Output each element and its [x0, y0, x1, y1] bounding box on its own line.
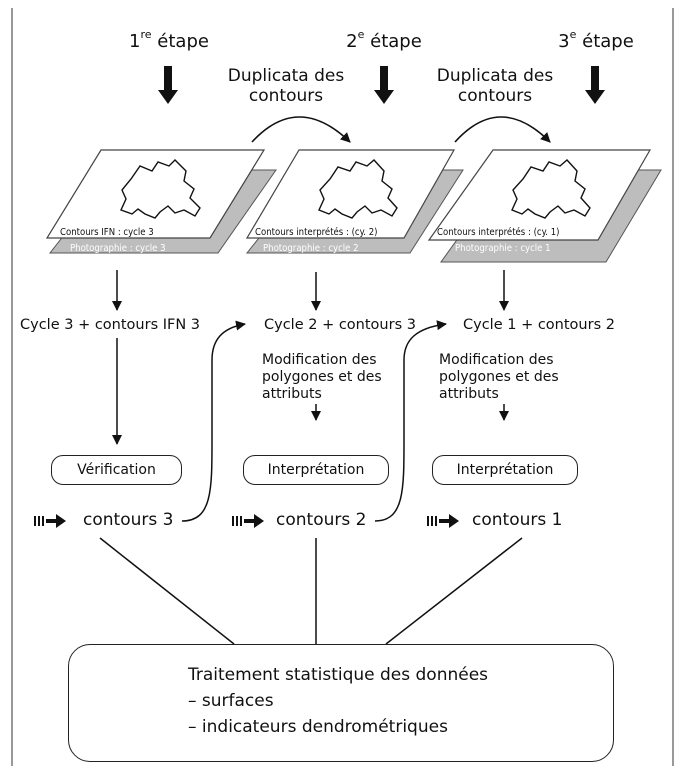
sheet-3-top-label: Contours interprétés : (cy. 1)	[437, 227, 560, 238]
input-arrow-1	[34, 514, 66, 528]
merge-line-1	[99, 537, 235, 645]
input-arrow-3	[427, 514, 459, 528]
cycle-label-1: Cycle 3 + contours IFN 3	[20, 317, 201, 333]
sheet-2-photo-label: Photographie : cycle 2	[263, 243, 359, 254]
contours-output-2: contours 2	[276, 510, 367, 530]
contour-shape-3	[511, 159, 591, 219]
step-word: étape	[582, 31, 634, 52]
step-number: 2	[346, 31, 358, 52]
treatment-item: – indicateurs dendrométriques	[188, 717, 448, 737]
merge-line-3	[385, 537, 523, 645]
duplicata-label-1: Duplicata des contours	[227, 66, 345, 106]
duplicata-arrow-1	[251, 116, 351, 143]
sheet-3	[427, 149, 662, 263]
step-heading-1: 1re étape	[119, 29, 219, 52]
interpretation-box-2: Interprétation	[243, 455, 389, 485]
treatment-item: – surfaces	[188, 691, 274, 711]
input-arrow-2	[232, 514, 264, 528]
step-heading-2: 2e étape	[334, 29, 434, 52]
verification-label: Vérification	[77, 462, 156, 478]
step-arrow-2	[374, 66, 394, 104]
modification-label-2: Modification des polygones et des attrib…	[262, 352, 382, 402]
step-arrow-3	[585, 66, 605, 104]
step-superscript: e	[357, 28, 365, 41]
sheet-2-top-label: Contours interprétés : (cy. 2)	[255, 227, 378, 238]
sheet-2	[245, 149, 464, 254]
step-heading-3: 3e étape	[546, 29, 646, 52]
sheet-1-top-label: Contours IFN : cycle 3	[60, 227, 154, 238]
sheet-1-photo-label: Photographie : cycle 3	[70, 243, 166, 254]
step-word: étape	[370, 31, 422, 52]
sheet-1	[45, 149, 277, 254]
interpretation-label: Interprétation	[456, 462, 554, 478]
step-superscript: re	[140, 28, 152, 41]
duplicata-label-2: Duplicata des contours	[436, 66, 554, 106]
step-superscript: e	[569, 28, 577, 41]
step-number: 3	[558, 31, 570, 52]
statistical-treatment-box: Traitement statistique des données – sur…	[68, 644, 614, 762]
feedback-arrow-1	[181, 320, 246, 522]
contours-output-1: contours 3	[83, 510, 174, 530]
contours-output-3: contours 1	[472, 510, 563, 530]
verification-box: Vérification	[51, 455, 182, 485]
step-number: 1	[129, 31, 141, 52]
step-arrow-1	[158, 66, 178, 104]
duplicata-arrow-2	[454, 116, 551, 143]
interpretation-label: Interprétation	[267, 462, 365, 478]
cycle-label-2: Cycle 2 + contours 3	[264, 317, 416, 333]
cycle-label-3: Cycle 1 + contours 2	[463, 317, 615, 333]
treatment-title: Traitement statistique des données	[188, 665, 489, 685]
feedback-arrow-2	[374, 320, 447, 522]
modification-label-3: Modification des polygones et des attrib…	[439, 352, 559, 402]
contour-shape-1	[120, 159, 201, 219]
sheet-3-photo-label: Photographie : cycle 1	[455, 243, 551, 254]
contour-shape-2	[318, 159, 398, 219]
step-word: étape	[157, 31, 209, 52]
interpretation-box-3: Interprétation	[432, 455, 578, 485]
